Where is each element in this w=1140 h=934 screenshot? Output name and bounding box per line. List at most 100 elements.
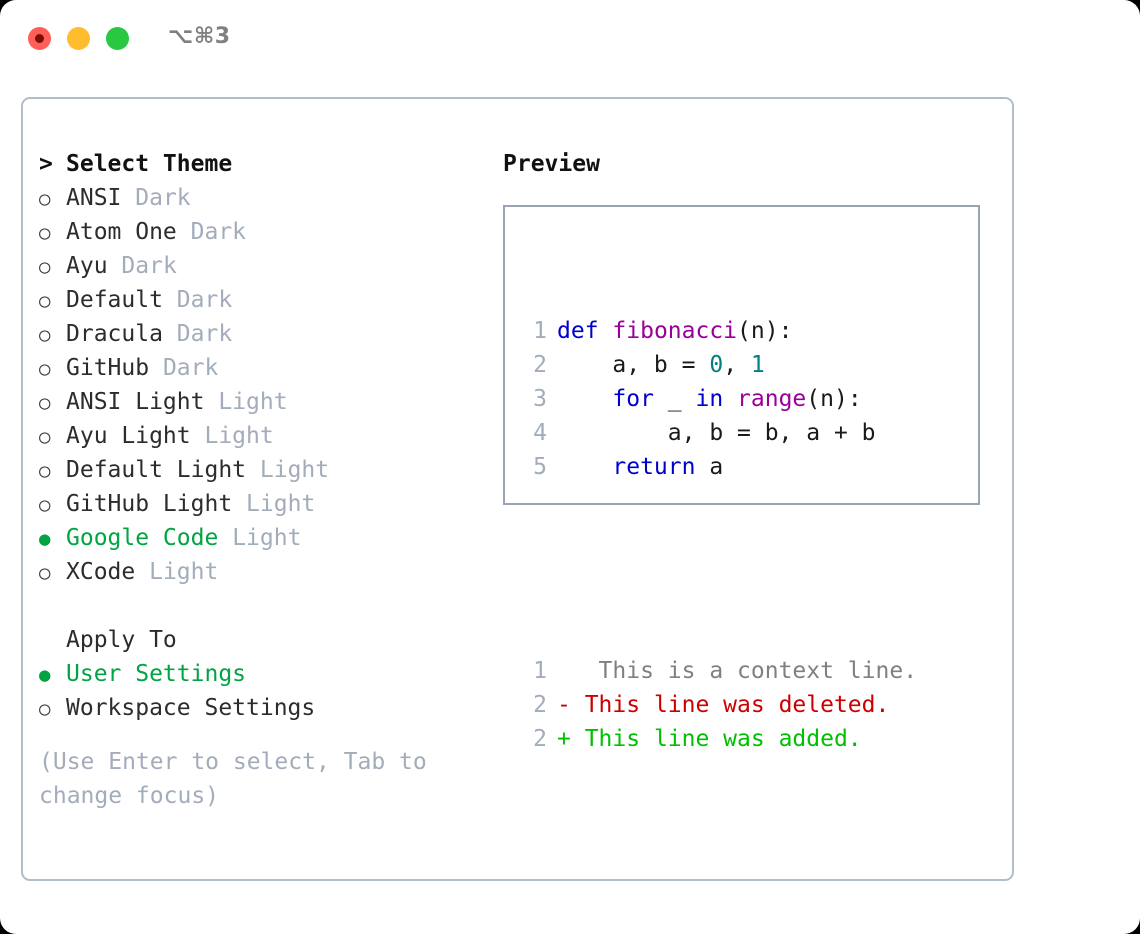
radio-unselected-icon[interactable]: ○ bbox=[39, 324, 51, 346]
radio-unselected-icon[interactable]: ○ bbox=[39, 256, 51, 278]
theme-list-item[interactable]: ○ ANSI Dark bbox=[39, 181, 509, 215]
main-panel: >Select Theme ○ANSI Dark○Atom One Dark○A… bbox=[21, 97, 1014, 881]
apply-to-label: Workspace Settings bbox=[66, 695, 316, 721]
diff-sign: - bbox=[557, 692, 571, 718]
apply-to-label: User Settings bbox=[66, 661, 247, 687]
code-token-pl bbox=[723, 386, 737, 412]
diff-line-number: 1 bbox=[533, 658, 547, 684]
radio-unselected-icon[interactable]: ○ bbox=[39, 562, 51, 584]
radio-unselected-icon[interactable]: ○ bbox=[39, 460, 51, 482]
apply-to-header: Apply To bbox=[39, 623, 509, 657]
code-token-pl: (n): bbox=[806, 386, 862, 412]
code-token-pl: a, b = b, a + b bbox=[557, 420, 876, 446]
radio-unselected-icon[interactable]: ○ bbox=[39, 494, 51, 516]
radio-selected-icon[interactable]: ● bbox=[39, 528, 51, 550]
theme-name-label: ANSI bbox=[66, 185, 122, 211]
code-line-number: 4 bbox=[533, 420, 547, 446]
code-token-kw: for bbox=[612, 386, 654, 412]
code-line-content: a, b = b, a + b bbox=[557, 416, 876, 450]
radio-unselected-icon[interactable]: ○ bbox=[39, 222, 51, 244]
diff-line: 2- This line was deleted. bbox=[519, 688, 917, 722]
theme-kind-label: Dark bbox=[176, 287, 233, 313]
theme-list-item[interactable]: ○Dracula Dark bbox=[39, 317, 509, 351]
theme-name-label: Ayu bbox=[66, 253, 108, 279]
radio-unselected-icon[interactable]: ○ bbox=[39, 698, 51, 720]
theme-list: ○ANSI Dark○Atom One Dark○Ayu Dark○Defaul… bbox=[39, 181, 509, 589]
diff-line: 1 This is a context line. bbox=[519, 654, 917, 688]
diff-line: 2+ This line was added. bbox=[519, 722, 917, 756]
theme-name-label: ANSI Light bbox=[66, 389, 205, 415]
list-spacer bbox=[39, 589, 509, 623]
theme-kind-label: Light bbox=[232, 525, 302, 551]
code-line: 3 for _ in range(n): bbox=[519, 382, 917, 416]
theme-list-item[interactable]: ○GitHub Dark bbox=[39, 351, 509, 385]
theme-name-gap bbox=[246, 453, 260, 487]
code-blank-line bbox=[519, 552, 917, 586]
theme-name-gap bbox=[121, 181, 135, 215]
theme-kind-label: Light bbox=[259, 457, 330, 483]
code-token-kw: return bbox=[612, 454, 696, 480]
theme-name-gap bbox=[191, 419, 205, 453]
theme-name-gap bbox=[204, 385, 218, 419]
theme-name-gap bbox=[149, 351, 163, 385]
theme-kind-label: Light bbox=[218, 389, 288, 415]
radio-selected-icon[interactable]: ● bbox=[39, 664, 51, 686]
window-shortcut-label: ⌥⌘3 bbox=[168, 24, 231, 49]
radio-unselected-icon[interactable]: ○ bbox=[39, 358, 51, 380]
theme-list-item[interactable]: ○Ayu Light Light bbox=[39, 419, 509, 453]
diff-line-number: 2 bbox=[533, 692, 547, 718]
theme-list-item[interactable]: ●Google Code Light bbox=[39, 521, 509, 555]
code-line-content: return a bbox=[557, 450, 723, 484]
radio-unselected-icon[interactable]: ○ bbox=[39, 392, 51, 414]
diff-line-number: 2 bbox=[533, 726, 547, 752]
radio-unselected-icon[interactable]: ○ bbox=[39, 426, 51, 448]
code-token-num: 0 bbox=[709, 352, 724, 378]
theme-list-item[interactable]: ○ Default Light Light bbox=[39, 453, 509, 487]
theme-list-item[interactable]: ○Default Dark bbox=[39, 283, 509, 317]
apply-to-list-item[interactable]: ○ Workspace Settings bbox=[39, 691, 509, 725]
theme-name-gap bbox=[135, 555, 149, 589]
radio-unselected-icon[interactable]: ○ bbox=[39, 290, 51, 312]
apply-to-list: ● User Settings ○ Workspace Settings bbox=[39, 657, 509, 725]
code-token-fn: range bbox=[737, 386, 807, 412]
theme-name-label: Atom One bbox=[66, 219, 177, 245]
theme-list-item[interactable]: ○XCode Light bbox=[39, 555, 509, 589]
theme-name-label: GitHub Light bbox=[66, 491, 233, 517]
code-token-pl: a bbox=[695, 454, 724, 480]
theme-list-item[interactable]: ○ GitHub Light Light bbox=[39, 487, 509, 521]
radio-unselected-icon[interactable]: ○ bbox=[39, 188, 51, 210]
maximize-window-button[interactable] bbox=[106, 27, 129, 50]
theme-name-gap bbox=[177, 215, 191, 249]
theme-list-item[interactable]: ○ ANSI Light Light bbox=[39, 385, 509, 419]
theme-kind-label: Dark bbox=[135, 185, 191, 211]
theme-kind-label: Light bbox=[246, 491, 316, 517]
minimize-window-button[interactable] bbox=[67, 27, 90, 50]
apply-to-header-label: Apply To bbox=[66, 627, 177, 653]
theme-name-gap bbox=[218, 521, 232, 555]
apply-to-list-item[interactable]: ● User Settings bbox=[39, 657, 509, 691]
theme-name-gap bbox=[163, 283, 177, 317]
code-token-pl bbox=[599, 318, 613, 344]
code-line: 5 return a bbox=[519, 450, 917, 484]
diff-line-text: This is a context line. bbox=[570, 658, 918, 684]
code-line: 4 a, b = b, a + b bbox=[519, 416, 917, 450]
title-bar: ⌥⌘3 bbox=[0, 0, 1140, 78]
code-line-content: def fibonacci(n): bbox=[557, 314, 792, 348]
theme-name-label: Dracula bbox=[66, 321, 163, 347]
theme-name-label: Default Light bbox=[66, 457, 247, 483]
theme-kind-label: Light bbox=[204, 423, 274, 449]
close-window-button[interactable] bbox=[28, 27, 51, 50]
code-line-number: 1 bbox=[533, 318, 547, 344]
code-token-pl: a, b = bbox=[557, 352, 710, 378]
theme-list-item[interactable]: ○Ayu Dark bbox=[39, 249, 509, 283]
theme-name-gap bbox=[232, 487, 246, 521]
code-token-pl bbox=[557, 386, 612, 412]
theme-selector-column: >Select Theme ○ANSI Dark○Atom One Dark○A… bbox=[39, 147, 509, 813]
diff-line-text: This line was added. bbox=[570, 726, 862, 752]
theme-list-item[interactable]: ○Atom One Dark bbox=[39, 215, 509, 249]
diff-sample: 1 This is a context line.2- This line wa… bbox=[519, 654, 917, 756]
